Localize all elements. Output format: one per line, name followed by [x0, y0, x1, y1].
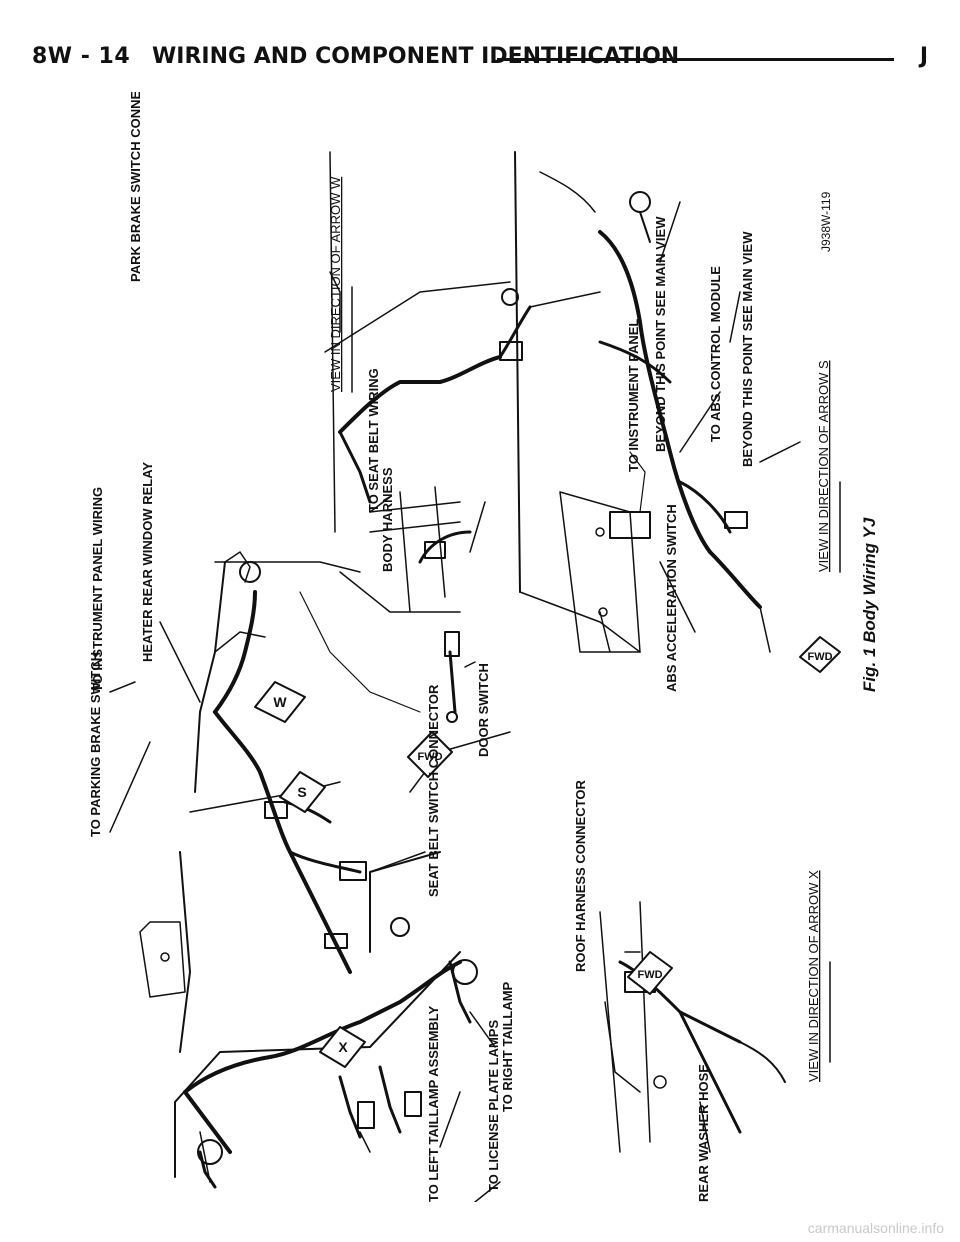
label-abs-acceleration-switch: ABS ACCELERATION SWITCH [664, 504, 679, 692]
edition-letter: J [919, 44, 928, 69]
wiring-figure: W S X FWD FWD FWD TO PARKING BRAKE SWITC… [40, 54, 940, 1203]
arrow-w-view-title: VIEW IN DIRECTION OF ARROW W [328, 176, 343, 392]
label-abs-control-module: TO ABS CONTROL MODULE [708, 266, 723, 442]
watermark: carmanualsonline.info [807, 1220, 944, 1236]
label-beyond-this-point-2: BEYOND THIS POINT SEE MAIN VIEW [740, 231, 755, 467]
arrow-s-letter: S [297, 784, 306, 800]
label-seat-belt-wiring: TO SEAT BELT WIRING [366, 368, 381, 512]
fwd-arrow-main: FWD [417, 751, 442, 763]
fwd-arrow-x-view: FWD [637, 969, 662, 981]
label-left-taillamp-assembly: TO LEFT TAILLAMP ASSEMBLY [426, 1005, 441, 1202]
arrow-w-letter: W [273, 694, 287, 710]
label-seat-belt-switch-connector: SEAT BELT SWITCH CONNECTOR [426, 684, 441, 897]
label-beyond-this-point-1: BEYOND THIS POINT SEE MAIN VIEW [653, 216, 668, 452]
direction-arrows [254, 636, 841, 1068]
label-park-brake-switch-connector: PARK BRAKE SWITCH CONNECTOR [128, 92, 143, 282]
figure-caption: Fig. 1 Body Wiring YJ [860, 517, 879, 692]
label-to-instrument-panel: TO INSTRUMENT PANEL [626, 319, 641, 472]
section-title: WIRING AND COMPONENT IDENTIFICATION [152, 44, 680, 69]
main-vehicle-view [109, 551, 511, 1203]
label-rear-washer-hose: REAR WASHER HOSE [696, 1064, 711, 1202]
label-license-plate-lamps: TO LICENSE PLATE LAMPS [486, 1020, 501, 1192]
label-heater-rear-window-relay: HEATER REAR WINDOW RELAY [140, 462, 155, 662]
fwd-arrow-s-view: FWD [807, 651, 832, 663]
door-switch-view [369, 486, 486, 723]
wiring-diagram: W S X FWD FWD FWD TO PARKING BRAKE SWITC… [88, 54, 879, 1203]
header-rule [497, 58, 894, 61]
label-parking-brake-switch: TO PARKING BRAKE SWITCH [88, 652, 103, 837]
arrow-x-letter: X [338, 1039, 348, 1055]
label-door-switch: DOOR SWITCH [476, 663, 491, 757]
drawing-id: J938W-119 [819, 191, 833, 252]
label-instrument-panel-wiring: TO INSTRUMENT PANEL WIRING [90, 487, 105, 692]
arrow-s-view [514, 151, 801, 653]
arrow-x-view-title: VIEW IN DIRECTION OF ARROW X [806, 870, 821, 1082]
label-body-harness: BODY HARNESS [380, 467, 395, 572]
arrow-x-view [599, 901, 786, 1153]
label-right-taillamp: TO RIGHT TAILLAMP [500, 981, 515, 1112]
label-roof-harness-connector: ROOF HARNESS CONNECTOR [573, 780, 588, 972]
page-header: 8W - 14 WIRING AND COMPONENT IDENTIFICAT… [22, 40, 938, 80]
page-number: 8W - 14 [32, 44, 131, 69]
arrow-s-view-title: VIEW IN DIRECTION OF ARROW S [816, 360, 831, 572]
arrow-w-view [324, 151, 601, 533]
